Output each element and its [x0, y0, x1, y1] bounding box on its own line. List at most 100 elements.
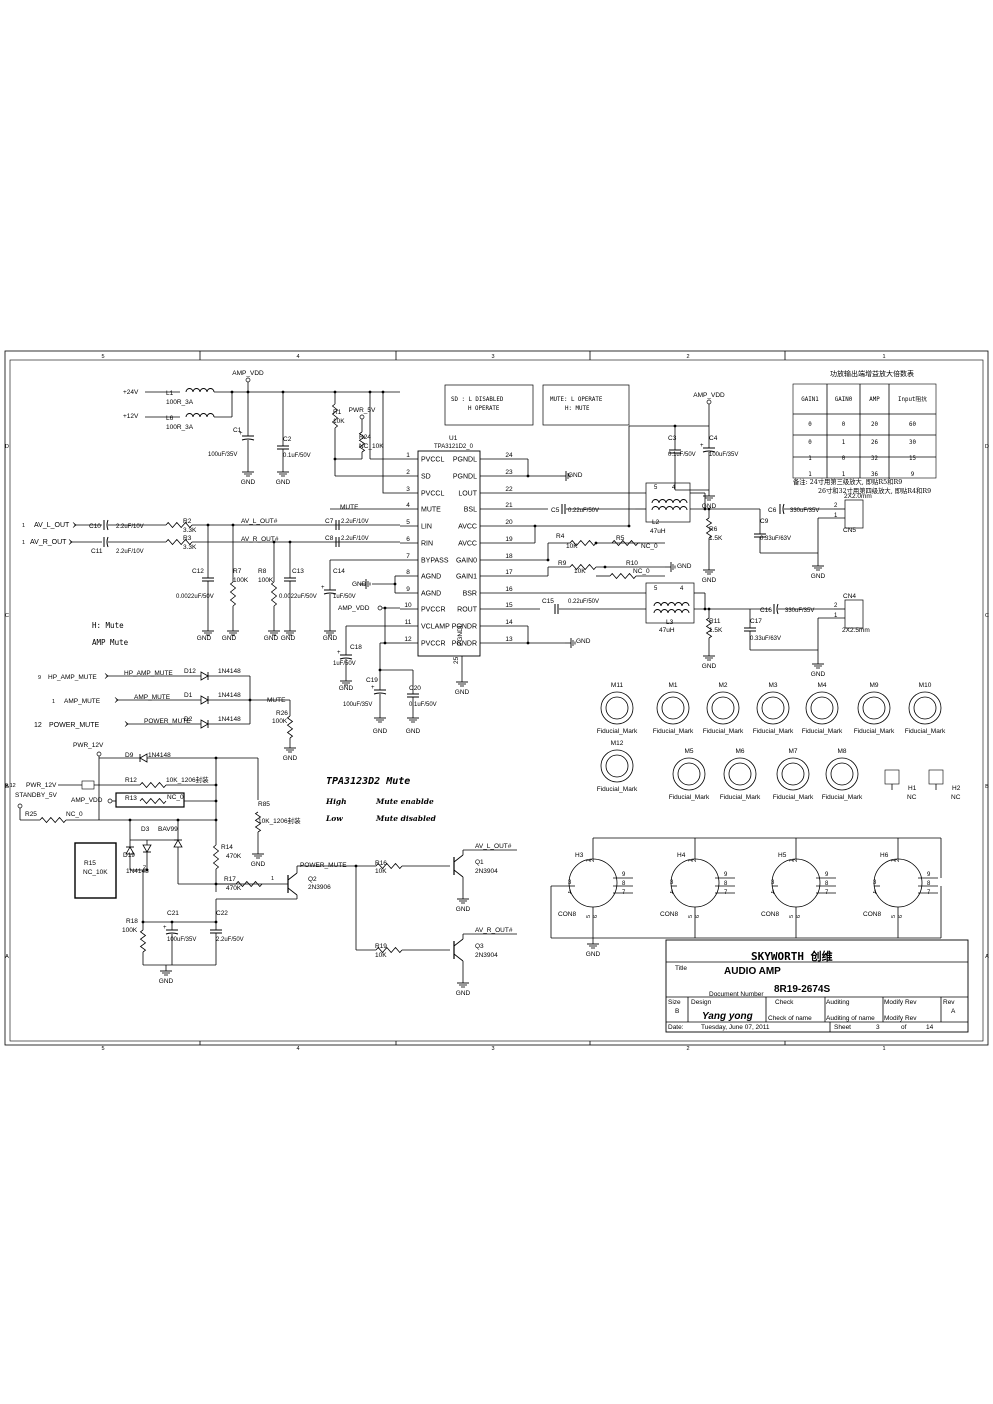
ref-Q2: Q2: [308, 876, 317, 883]
junction-dot: [214, 799, 218, 803]
inductor: [653, 609, 690, 614]
junction-dot: [393, 582, 397, 586]
capacitor: [165, 932, 179, 935]
fiducial-ref: M12: [611, 740, 624, 747]
ic-pin-number: 3: [406, 486, 410, 493]
ref-R85: R85: [258, 801, 270, 808]
value-C3: 0.1uF/50V: [668, 452, 696, 458]
mute-mode-line: H: MUTE: [565, 406, 590, 412]
ref-C5: C5: [551, 507, 560, 514]
ref-C13: C13: [292, 568, 304, 575]
junction-dot: [703, 607, 707, 611]
ic-pin-name: AVCC: [458, 541, 477, 548]
ref-R17: R17: [224, 876, 236, 883]
ic-pin-number: 23: [505, 469, 513, 476]
ic-pin-number: 14: [505, 619, 513, 626]
fiducial-label: Fiducial_Mark: [653, 728, 694, 735]
net-arrow: [104, 673, 109, 679]
ref-L1: L1: [166, 390, 174, 397]
zone-letter-right: B: [985, 784, 989, 790]
connector-pin: 7: [724, 890, 728, 896]
diode: [200, 719, 209, 729]
ref-R10: R10: [626, 560, 638, 567]
zone-number-bottom: 4: [296, 1046, 299, 1052]
junction-dot: [214, 882, 218, 886]
value-Q2: 2N3906: [308, 884, 331, 891]
net-label: AMP_VDD: [232, 370, 264, 377]
junction-dot: [214, 756, 218, 760]
connector-con8-circle: [670, 858, 720, 908]
gain-table-cell: 32: [871, 456, 878, 462]
ref-R26: R26: [276, 710, 288, 717]
junction-dot: [368, 390, 372, 394]
annotation-h-mute: H: Mute: [92, 621, 124, 630]
ground-label: GND: [456, 906, 471, 913]
connector-type: CON8: [761, 911, 779, 918]
net-terminal: [377, 605, 383, 611]
gain-table-frame: [792, 383, 937, 479]
net-label: MUTE: [340, 504, 359, 511]
capacitor: [782, 503, 785, 515]
value-C14: 1uF/50V: [333, 594, 356, 600]
connector-pad: [81, 780, 95, 790]
net-label: HP_AMP_MUTE: [48, 674, 97, 681]
connector-pin: 5: [586, 915, 592, 918]
net-label: 1: [52, 699, 55, 705]
connector-CN4: [844, 599, 864, 629]
junction-dot: [603, 565, 607, 569]
connector-type: CON8: [660, 911, 678, 918]
ref-L2: L2: [652, 519, 660, 526]
ground-label: GND: [373, 728, 388, 735]
net-terminal: [107, 798, 113, 804]
inductor: [653, 602, 690, 607]
transistor: [453, 938, 464, 947]
net-label: AV_L_OUT#: [241, 518, 278, 525]
fiducial-ref: M3: [768, 682, 777, 689]
gain-table-cell: 15: [909, 456, 916, 462]
gain-table-cell: 0: [842, 422, 846, 428]
value-C17: 0.33uF/63V: [750, 636, 781, 642]
resistor: [569, 563, 597, 571]
ic-pin-number: 7: [406, 553, 410, 560]
ic-part: TPA3121D2_0: [434, 444, 474, 450]
date-value: Tuesday, June 07, 2011: [701, 1024, 770, 1031]
ref-C8: C8: [325, 535, 334, 542]
net-label: AV_L_OUT: [34, 522, 70, 529]
ref-C18: C18: [350, 644, 362, 651]
ic-pin-name: SD: [421, 474, 431, 481]
ground-label: GND: [323, 635, 338, 642]
gain-table-cell: 1: [842, 472, 846, 478]
ic-pin-name: PVCCR: [421, 641, 446, 648]
resistor: [212, 844, 220, 870]
net-terminal: [245, 377, 251, 383]
polarity-mark: +: [371, 685, 375, 691]
resistor: [375, 862, 403, 870]
value-C2: 0.1uF/50V: [283, 453, 311, 459]
ref-C4: C4: [709, 435, 718, 442]
fiducial-mark-inner: [862, 696, 886, 720]
ref-R11: R11: [709, 618, 721, 625]
junction-dot: [145, 868, 149, 872]
ic-pin-name: BSR: [463, 591, 477, 598]
inductor-L3-box: [645, 582, 695, 624]
junction-dot: [231, 523, 235, 527]
size-value: B: [675, 1008, 679, 1015]
fiducial-mark-outer: [908, 691, 942, 725]
ic-pin-name: AVCC: [458, 524, 477, 531]
ic-pin-number: 11: [405, 619, 412, 626]
net-label: 9,12: [5, 783, 16, 789]
transistor: [287, 887, 298, 896]
ref-L3: L3: [666, 619, 674, 626]
value-R6: 1.5K: [709, 535, 723, 542]
ic-pin-name: LOUT: [458, 491, 477, 498]
fiducial-mark-inner: [728, 762, 752, 786]
inductor: [651, 499, 688, 504]
hole-value: NC: [907, 794, 917, 801]
ic-pin-name: GAIN0: [456, 558, 477, 565]
ref-C16: C16: [760, 607, 772, 614]
ref-R1: R1: [333, 409, 342, 416]
mute-table-level: Low: [325, 814, 343, 823]
gain-table-cell: 0: [842, 456, 846, 462]
fiducial-mark-outer: [706, 691, 740, 725]
